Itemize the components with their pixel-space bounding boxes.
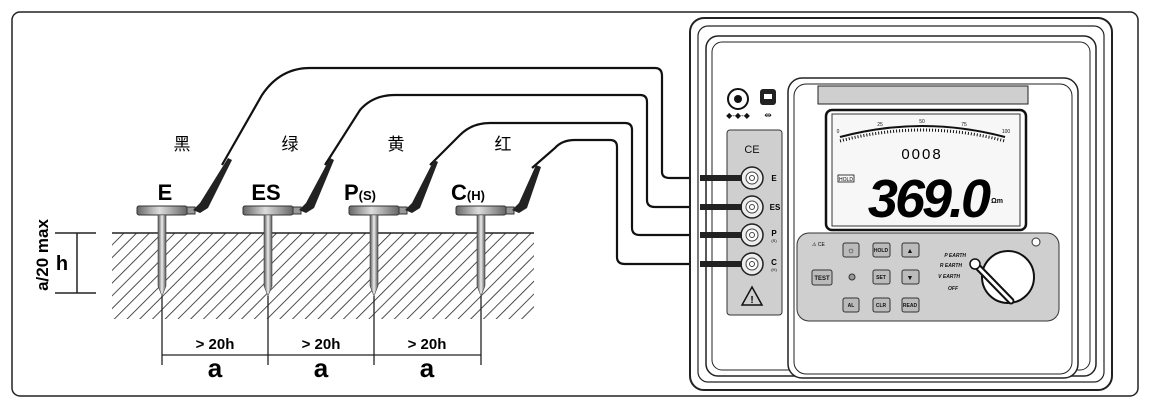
scale-tick-0: 0 — [837, 129, 840, 135]
electrode-e: E 黑 — [136, 135, 232, 297]
color-label-yellow: 黄 — [388, 135, 405, 155]
svg-text:!: ! — [750, 295, 753, 306]
spacing-condition-3: > 20h — [408, 336, 447, 353]
spacing-label-2: a — [314, 353, 329, 383]
ce-mark: CE — [744, 144, 759, 156]
display-label-strip — [817, 85, 1029, 105]
lead-c — [531, 138, 745, 266]
terminal-panel — [726, 129, 783, 316]
color-label-red: 红 — [495, 135, 512, 155]
warning-icon: ! — [740, 285, 764, 306]
lead-es — [324, 93, 745, 209]
spacing-label-1: a — [208, 353, 223, 383]
al-button[interactable]: AL — [842, 297, 860, 313]
terminal-jacks: E ES P (S) C (H) — [740, 166, 781, 276]
svg-text:SET: SET — [876, 275, 886, 281]
lead-p — [429, 121, 745, 237]
svg-text:P(S): P(S) — [344, 180, 376, 205]
electrode-sub-c: (H) — [467, 188, 485, 203]
electrode-label-es: ES — [251, 180, 280, 205]
terminal-label-e: E — [771, 174, 777, 183]
read-button[interactable]: READ — [901, 297, 920, 313]
electrode-label-p: P — [344, 180, 359, 205]
depth-dimension: h a/20 max — [33, 219, 96, 294]
terminal-label-c: C — [771, 258, 777, 267]
svg-text:AL: AL — [848, 303, 855, 309]
depth-max-label: a/20 max — [33, 219, 52, 291]
electrode-label-e: E — [158, 180, 173, 205]
dial-v-earth: V EARTH — [938, 274, 960, 280]
electrode-label-c: C — [451, 180, 467, 205]
dial-p-earth: P EARTH — [944, 253, 966, 259]
svg-text:▲: ▲ — [907, 248, 914, 255]
spacing-dimensions — [161, 296, 482, 365]
terminal-sub-c: (H) — [771, 267, 777, 272]
main-reading: 369.0 — [868, 169, 991, 229]
spacing-label-3: a — [420, 353, 435, 383]
hold-button[interactable]: HOLD — [872, 242, 891, 258]
svg-text:CLR: CLR — [876, 303, 887, 309]
color-label-black: 黑 — [174, 135, 191, 155]
terminal-label-p: P — [771, 229, 777, 238]
lcd-display: 0 25 50 75 100 0008 HOLD 369.0 Ωm — [824, 108, 1028, 232]
scale-tick-25: 25 — [877, 122, 883, 128]
spacing-condition-1: > 20h — [196, 336, 235, 353]
test-button[interactable]: TEST — [811, 269, 833, 286]
terminal-sub-p: (S) — [771, 238, 777, 243]
color-label-green: 绿 — [282, 135, 299, 155]
keypad-mark: ⚠ CE — [812, 242, 825, 248]
test-leads — [221, 66, 745, 266]
terminal-label-es: ES — [770, 203, 781, 212]
scale-tick-100: 100 — [1002, 129, 1011, 135]
earth-tester-meter: ◆-◆-◆ ⇹ CE E ES P (S) C (H) — [689, 17, 1113, 391]
electrode-c: C(H) 红 — [451, 135, 541, 297]
plugs — [700, 175, 742, 267]
terminal-es[interactable]: ES — [740, 195, 781, 219]
rotary-switch[interactable] — [969, 250, 1035, 305]
svg-text:HOLD: HOLD — [874, 248, 889, 254]
svg-text:▼: ▼ — [907, 275, 914, 282]
backlight-button[interactable]: ☼ — [842, 242, 860, 258]
up-button[interactable]: ▲ — [901, 242, 920, 258]
electrode-sub-p: (S) — [359, 188, 376, 203]
scale-tick-50: 50 — [919, 119, 925, 125]
unit-label: Ωm — [991, 198, 1003, 205]
down-button[interactable]: ▼ — [901, 269, 920, 285]
svg-text:TEST: TEST — [814, 276, 830, 282]
svg-text:C(H): C(H) — [451, 180, 485, 205]
spacing-condition-2: > 20h — [302, 336, 341, 353]
electrode-es: ES 绿 — [242, 135, 334, 297]
terminal-p[interactable]: P (S) — [740, 223, 777, 247]
hold-indicator: HOLD — [839, 177, 853, 183]
dial-off: OFF — [948, 286, 959, 292]
ground-section — [112, 232, 534, 319]
sun-icon: ☼ — [847, 245, 855, 255]
svg-text:READ: READ — [903, 303, 918, 309]
bluetooth-icon — [1031, 237, 1041, 247]
clr-button[interactable]: CLR — [872, 297, 891, 313]
electrodes: E 黑 ES 绿 P(S) 黄 C(H) 红 — [136, 135, 541, 297]
lead-e — [221, 66, 745, 180]
analog-scale — [839, 125, 1006, 138]
set-button[interactable]: SET — [872, 269, 891, 285]
scale-tick-75: 75 — [961, 122, 967, 128]
status-led — [848, 273, 856, 281]
depth-label: h — [56, 253, 68, 275]
keypad-panel: ⚠ CE ☼ HOLD ▲ TEST SET ▼ AL CLR READ P E… — [796, 232, 1060, 322]
electrode-p: P(S) 黄 — [344, 135, 438, 297]
usb-symbol-icon: ⇹ — [764, 110, 772, 120]
dial-r-earth: R EARTH — [940, 263, 963, 269]
small-reading: 0008 — [901, 146, 942, 163]
polarity-symbol-icon: ◆-◆-◆ — [726, 111, 751, 120]
